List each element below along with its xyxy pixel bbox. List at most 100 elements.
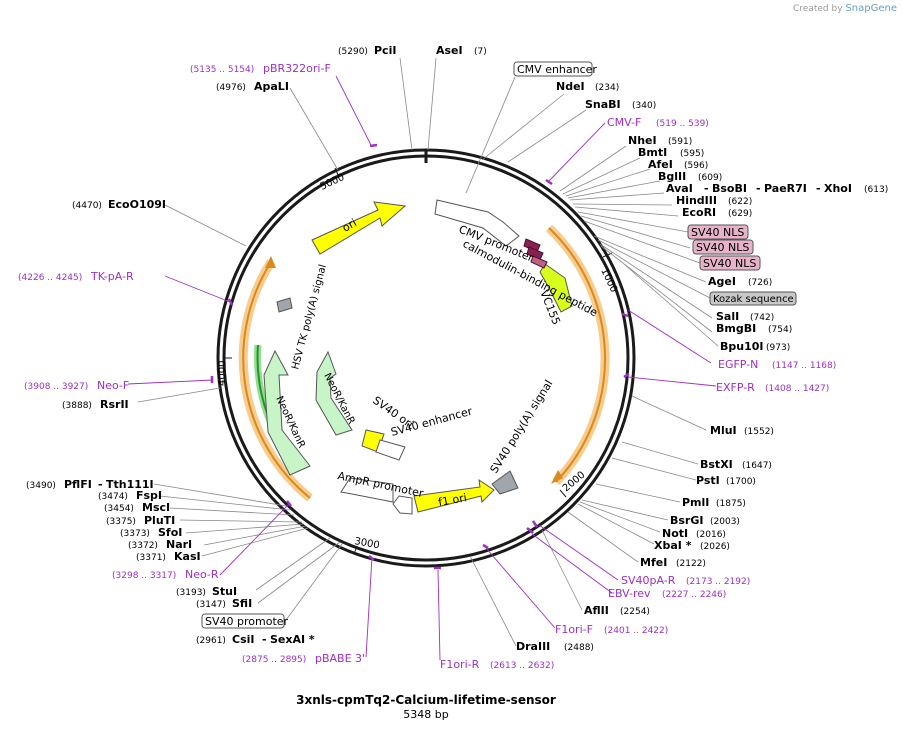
enzyme-pos-hindiii: (622)	[728, 197, 752, 207]
label-kozak-sequence: Kozak sequence	[713, 294, 794, 305]
enzyme-agei: AgeI	[708, 275, 736, 288]
enzyme-sexai: SexAI *	[270, 633, 315, 646]
enzyme-mlui: MluI	[710, 424, 737, 437]
enzyme-sfii: SfiI	[232, 597, 252, 610]
enzyme-sep-2: -	[756, 182, 761, 195]
enzyme-pos-pcii: (5290)	[338, 47, 368, 57]
enzyme-pos-asei: (7)	[474, 47, 487, 57]
enzyme-kasi: KasI	[174, 550, 201, 563]
enzyme-pos-draiii: (2488)	[564, 643, 594, 653]
enzyme-bpu10i: Bpu10I	[720, 340, 764, 353]
enzyme-msci: MscI	[142, 501, 170, 514]
enzyme-ecori: EcoRI	[682, 206, 716, 219]
neor-outer-arrow	[263, 349, 311, 476]
primer-ebv-rev: EBV-rev	[608, 587, 651, 600]
primer-range-f1ori-r: (2613 .. 2632)	[490, 661, 554, 671]
enzyme-pos-ecori: (629)	[728, 209, 752, 219]
leader-lines	[137, 57, 719, 647]
label-hsv-tk-polya: HSV TK poly(A) signal	[290, 263, 329, 370]
enzyme-fspi: FspI	[136, 489, 162, 502]
enzyme-pos-pmli: (1875)	[716, 499, 746, 509]
label-cmv-enhancer: CMV enhancer	[517, 63, 597, 76]
enzyme-pos-psti: (1700)	[726, 477, 756, 487]
enzyme-sfoi: SfoI	[158, 526, 182, 539]
primer-f1ori-r: F1ori-R	[440, 658, 480, 671]
enzyme-pflfi: PflFI	[64, 478, 92, 491]
kozak-sequence-box	[709, 291, 797, 306]
cbp-block-3	[530, 255, 548, 269]
enzyme-pos-sfoi: (3373)	[120, 529, 150, 539]
sv40-enhancer-block	[375, 439, 406, 461]
primer-range-pbabe3: (2875 .. 2895)	[242, 655, 306, 665]
enzyme-pos-afei: (596)	[684, 161, 708, 171]
label-f1-ori: f1 ori	[437, 491, 468, 509]
cmv-enhancer-box	[513, 61, 593, 77]
enzyme-pos-xbai: (2026)	[700, 542, 730, 552]
enzyme-snabi: SnaBI	[585, 98, 621, 111]
enzyme-csii: CsiI	[232, 633, 254, 646]
enzyme-psti: PstI	[696, 474, 720, 487]
tick-label-3000: 3000	[353, 536, 380, 551]
enzyme-draiii: DraIII	[516, 640, 550, 653]
cpmtq2-feature-arc	[545, 224, 610, 486]
enzyme-asei: AseI	[436, 44, 463, 57]
primer-range-egfp-n: (1147 .. 1168)	[772, 361, 836, 371]
primer-range-neo-r: (3298 .. 3317)	[112, 571, 176, 581]
enzyme-pluti: PluTI	[144, 514, 175, 527]
ori-arrow	[311, 201, 407, 255]
enzyme-pos-nhei: (591)	[668, 137, 692, 147]
enzyme-pos-ecoo109i: (4470)	[72, 201, 102, 211]
enzyme-pos-nari: (3372)	[128, 541, 158, 551]
label-ori: ori	[340, 216, 359, 234]
enzyme-pos-bsrgi: (2003)	[710, 517, 740, 527]
enzyme-ndei: NdeI	[556, 80, 585, 93]
enzyme-pos-mlui: (1552)	[744, 427, 774, 437]
enzyme-nhei: NheI	[628, 134, 657, 147]
primer-neo-f: Neo-F	[97, 379, 129, 392]
primer-exfp-r: EXFP-R	[716, 381, 755, 394]
enzyme-pos-snabi: (340)	[632, 101, 656, 111]
enzyme-apali: ApaLI	[254, 80, 289, 93]
enzyme-mfei: MfeI	[640, 556, 667, 569]
enzyme-bmti: BmtI	[638, 146, 667, 159]
enzyme-hindiii: HindIII	[676, 194, 717, 207]
enzyme-pos-ndei: (234)	[595, 83, 619, 93]
enzyme-sali: SalI	[716, 310, 739, 323]
enzyme-pos-csii: (2961)	[196, 636, 226, 646]
vc155-arrow	[539, 263, 573, 313]
enzyme-bmgbi: BmgBI	[716, 322, 756, 335]
primer-tk-pa-r: TK-pA-R	[90, 270, 134, 283]
enzyme-pos-bstxi: (1647)	[742, 461, 772, 471]
snapgene-logo: SnapGene	[845, 3, 897, 14]
enzyme-noti: NotI	[662, 527, 688, 540]
sv40-nls-box-2	[692, 239, 754, 255]
enzyme-nari: NarI	[166, 538, 192, 551]
enzyme-pos-pluti: (3375)	[106, 517, 136, 527]
primer-range-f1ori-f: (2401 .. 2422)	[604, 626, 668, 636]
cmv-promoter-arrow	[434, 199, 520, 247]
primer-range-sv40pa-r: (2173 .. 2192)	[686, 577, 750, 587]
ampr-arrowhead	[265, 256, 276, 268]
enzyme-sep-1: -	[704, 182, 709, 195]
cpmtq2-feature-line	[548, 227, 606, 483]
enzyme-afei: AfeI	[648, 158, 673, 171]
enzyme-pos-kasi: (3371)	[136, 553, 166, 563]
cpmtq2-arrowhead	[551, 470, 563, 484]
primer-range-cmv-f: (519 .. 539)	[656, 119, 709, 129]
enzyme-pos-bmti: (595)	[680, 149, 704, 159]
enzyme-pos-fspi: (3474)	[98, 492, 128, 502]
enzyme-xhoi: XhoI	[824, 182, 852, 195]
ampr-feature-line	[242, 261, 311, 499]
hsv-tk-block	[276, 297, 293, 313]
primer-range-neo-f: (3908 .. 3927)	[24, 382, 88, 392]
enzyme-sep-3: -	[816, 182, 821, 195]
enzyme-pos-bglii: (609)	[698, 173, 722, 183]
sv40-promoter-box	[201, 613, 285, 629]
enzyme-pos-rsrii: (3888)	[62, 401, 92, 411]
sv40-nls-box-3	[699, 255, 761, 271]
enzyme-rsrii: RsrII	[100, 398, 129, 411]
primer-marks	[210, 143, 630, 570]
primer-pbr322ori-f: pBR322ori-F	[263, 62, 331, 75]
sv40-polya-block	[491, 470, 519, 495]
enzyme-paer7i: PaeR7I	[764, 182, 807, 195]
